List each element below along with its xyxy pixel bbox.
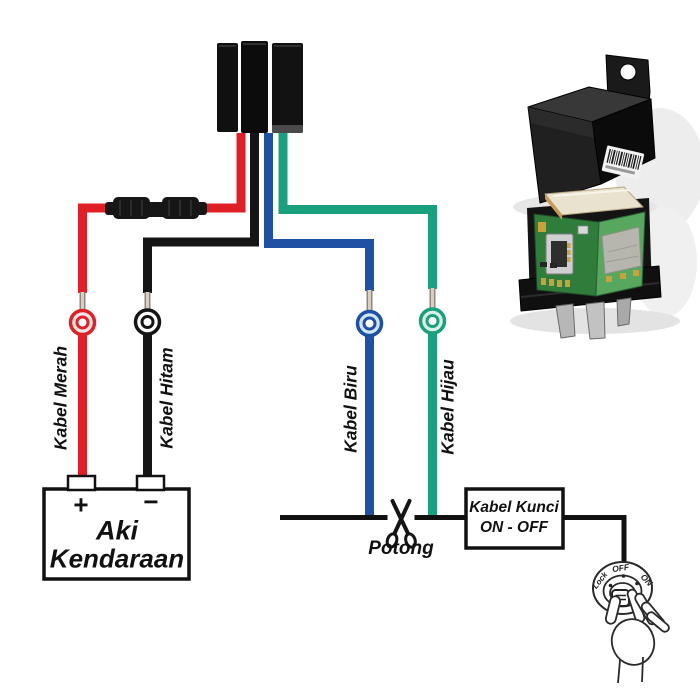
key-wire-box-text: Kabel Kunci ON - OFF	[466, 489, 562, 547]
ring-terminal-blue	[355, 309, 384, 338]
battery-plus-sign: +	[73, 489, 89, 520]
barcode-label	[601, 145, 645, 179]
ring-terminal-green	[418, 307, 447, 335]
key-wire-box-line1: Kabel Kunci	[469, 498, 559, 516]
ring-terminal-red	[68, 308, 97, 337]
fuse-holder	[105, 197, 207, 219]
relay-photo	[527, 54, 656, 204]
ignition-key-switch: Lock OFF ON	[591, 561, 670, 684]
thumb	[604, 595, 622, 625]
black-wire-label: Kabel Hitam	[156, 347, 177, 449]
battery-positive-terminal	[66, 474, 97, 492]
black-wire-upper	[143, 133, 259, 293]
cut-label: Potong	[368, 538, 434, 559]
key-wire-box	[464, 487, 565, 550]
battery-label-line2: Kendaraan	[49, 543, 185, 574]
battery-minus-sign: −	[143, 486, 159, 517]
key-wire-line	[280, 515, 627, 562]
gps-module-photo	[518, 186, 662, 340]
wire-stubs	[79, 288, 436, 311]
relay-connector	[217, 41, 303, 133]
gps-antenna	[544, 186, 644, 220]
tab-hole	[619, 63, 637, 81]
battery-label-line1: Aki	[95, 515, 139, 546]
green-wire-label: Kabel Hijau	[437, 359, 458, 455]
palm	[610, 618, 656, 666]
ring-terminal-black	[133, 308, 162, 336]
hand-illustration	[604, 588, 670, 684]
switch-position-dots	[608, 574, 639, 588]
key-wire-box-line2: ON - OFF	[479, 519, 549, 536]
tape-patch	[601, 226, 642, 275]
red-wire-label: Kabel Merah	[50, 345, 71, 451]
green-wire-upper	[278, 133, 437, 289]
blue-wire-upper	[264, 133, 374, 291]
switch-label-off: OFF	[611, 562, 630, 574]
battery-box	[42, 474, 191, 581]
blue-wire-label: Kabel Biru	[340, 365, 361, 453]
module-pins	[555, 297, 632, 340]
scissors-icon	[385, 499, 417, 549]
battery-negative-terminal	[135, 474, 166, 492]
